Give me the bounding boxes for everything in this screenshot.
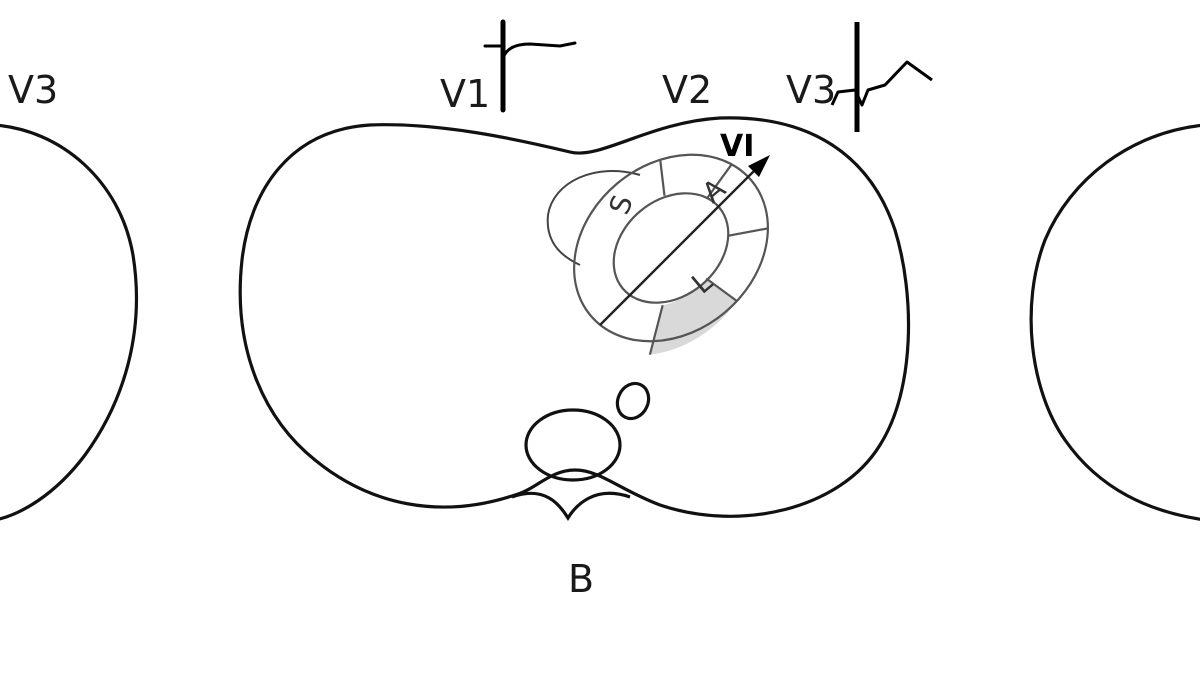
- panel-label: B: [568, 557, 594, 601]
- label-v2: V2: [662, 68, 712, 112]
- label-vector: VI: [720, 129, 754, 164]
- label-left-lead: V3: [8, 68, 58, 112]
- left-thorax-outline: [0, 123, 139, 521]
- vertebral-body: [524, 408, 622, 482]
- label-v1: V1: [440, 72, 490, 116]
- left-ventricle: [573, 153, 769, 355]
- spine-notch: [511, 491, 631, 522]
- aorta: [615, 381, 651, 421]
- right-ventricle-outline: [546, 170, 641, 266]
- ecg-trace-v1: [483, 19, 577, 113]
- thorax-outline: [238, 116, 911, 518]
- label-v3: V3: [786, 68, 836, 112]
- right-thorax-outline: [1029, 124, 1200, 521]
- shaded-segment: [649, 278, 737, 355]
- segment-label-septal: S: [603, 191, 640, 219]
- vector-arrow-shaft: [599, 169, 756, 326]
- ecg-trace-v3: [830, 22, 933, 132]
- vector-arrow-head: [748, 155, 770, 177]
- lv-cavity: [612, 192, 730, 304]
